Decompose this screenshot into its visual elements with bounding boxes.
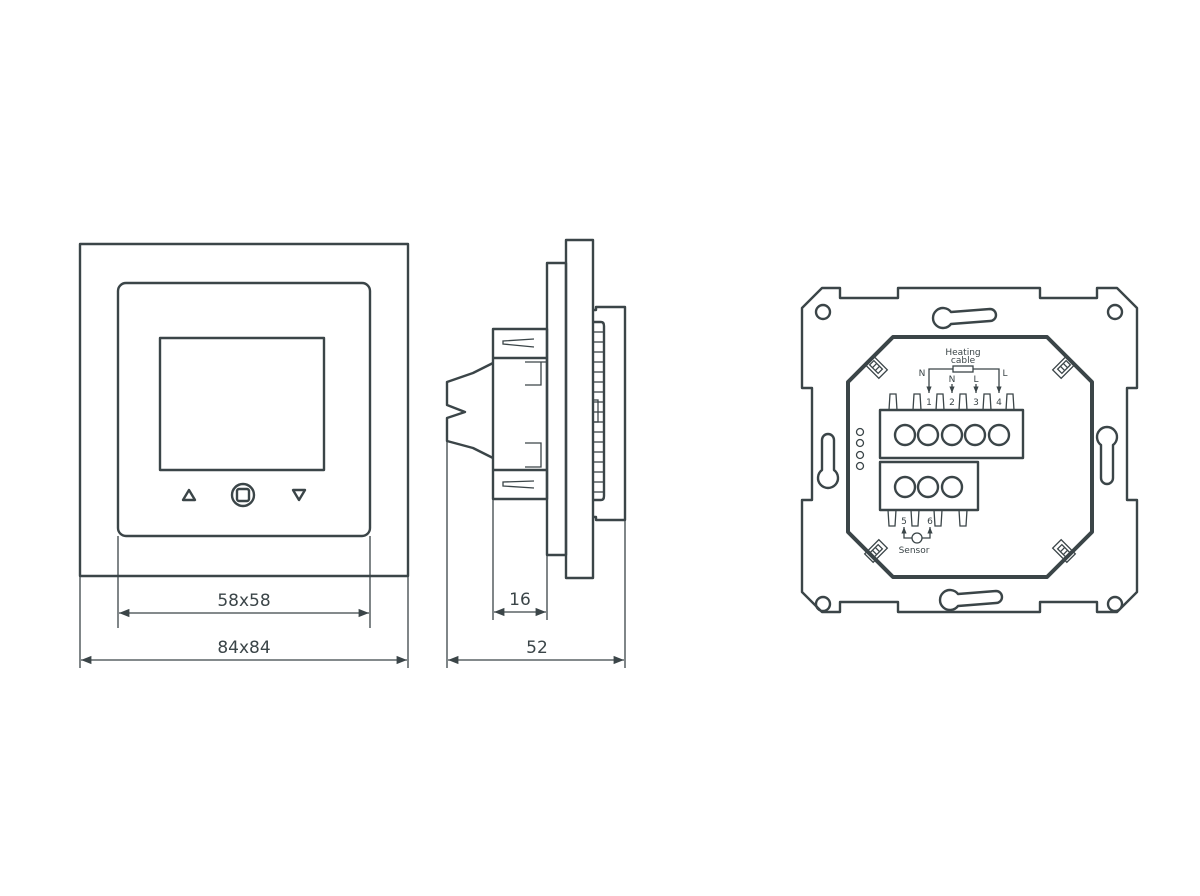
keyhole-left	[816, 432, 840, 490]
terminal-tab	[935, 393, 945, 411]
terminal-2-label: 2	[949, 398, 955, 408]
outer-dimension-label: 84x84	[217, 638, 270, 658]
terminal-tab	[958, 509, 968, 527]
latch-bottom	[525, 442, 542, 468]
clip-top	[502, 338, 535, 348]
terminal-tab	[910, 509, 920, 527]
display-body	[593, 305, 627, 522]
terminal-1-label: 1	[926, 398, 932, 408]
clip-bottom	[502, 480, 535, 489]
terminal-4-label: 4	[996, 398, 1002, 408]
ribbed-section	[593, 320, 606, 502]
terminal-tab	[1005, 393, 1015, 411]
dimension-total-depth: 52	[448, 638, 624, 665]
supply-l-label: L	[973, 375, 978, 385]
terminal-tab	[887, 509, 897, 527]
rear-view: Heating cable N L N L 1 2 3 4 5 6 Sensor	[800, 286, 1139, 614]
side-slot	[592, 399, 599, 423]
wiring-diagram: Heating cable N L N L 1 2 3 4 5 6 Sensor	[899, 348, 1008, 556]
terminal-tab	[933, 509, 943, 527]
dimension-module-depth: 16	[494, 590, 546, 617]
led-icon	[855, 438, 865, 448]
led-icon	[855, 461, 865, 471]
wire-l-label: L	[1002, 369, 1007, 379]
terminal-tab	[888, 393, 898, 411]
keyhole-top	[931, 306, 998, 330]
wire-n-label: N	[919, 369, 926, 379]
side-view: 16 52	[445, 238, 627, 668]
terminal-tab	[982, 393, 992, 411]
up-arrow-icon[interactable]	[181, 488, 197, 502]
terminal-tab	[912, 393, 922, 411]
outer-frame	[78, 242, 410, 578]
terminal-3-label: 3	[973, 398, 979, 408]
inner-panel	[116, 281, 372, 538]
terminal-block-power	[878, 408, 1025, 460]
supply-n-label: N	[949, 375, 956, 385]
terminal-6-label: 6	[927, 517, 933, 527]
module-depth-label: 16	[509, 590, 531, 610]
front-plate	[564, 238, 595, 580]
terminal-block-sensor	[878, 460, 980, 512]
corner-clip	[1051, 354, 1077, 380]
led-icon	[855, 450, 865, 460]
screw-hole	[814, 303, 832, 321]
terminal-wedge	[445, 361, 494, 460]
total-depth-label: 52	[526, 638, 548, 658]
latch-top	[525, 361, 547, 386]
screw-hole	[814, 595, 832, 613]
terminal-5-label: 5	[901, 517, 907, 527]
inner-dimension-label: 58x58	[217, 591, 270, 611]
sensor-label: Sensor	[899, 546, 930, 556]
mounting-frame	[545, 261, 568, 557]
keyhole-right	[1095, 425, 1119, 486]
terminal-tabs	[887, 393, 1015, 527]
corner-clip	[1051, 538, 1077, 564]
dimension-inner: 58x58	[117, 536, 371, 628]
display-screen	[158, 336, 326, 472]
screw-hole	[1106, 303, 1124, 321]
menu-button[interactable]	[230, 482, 256, 508]
terminal-tab	[958, 393, 968, 411]
screw-hole	[1106, 595, 1124, 613]
keyhole-bottom	[938, 588, 1004, 612]
inner-housing	[846, 335, 1094, 579]
mounting-plate-outline	[800, 286, 1139, 614]
corner-clip	[863, 538, 889, 564]
front-view: 58x58 84x84	[78, 242, 410, 668]
down-arrow-icon[interactable]	[291, 488, 307, 502]
module-box	[491, 327, 549, 501]
sensor-icon	[911, 532, 923, 544]
terminal-screws	[893, 423, 1011, 499]
heating-cable-label: cable	[951, 356, 976, 366]
corner-clip	[863, 354, 889, 380]
led-icon	[855, 427, 865, 437]
square-icon	[235, 487, 251, 503]
heating-cable-label: Heating	[945, 348, 980, 358]
corner-clips	[863, 354, 1077, 564]
led-indicators	[855, 427, 865, 471]
dimension-outer: 84x84	[79, 576, 409, 668]
heating-cable-resistor-icon	[952, 365, 974, 373]
